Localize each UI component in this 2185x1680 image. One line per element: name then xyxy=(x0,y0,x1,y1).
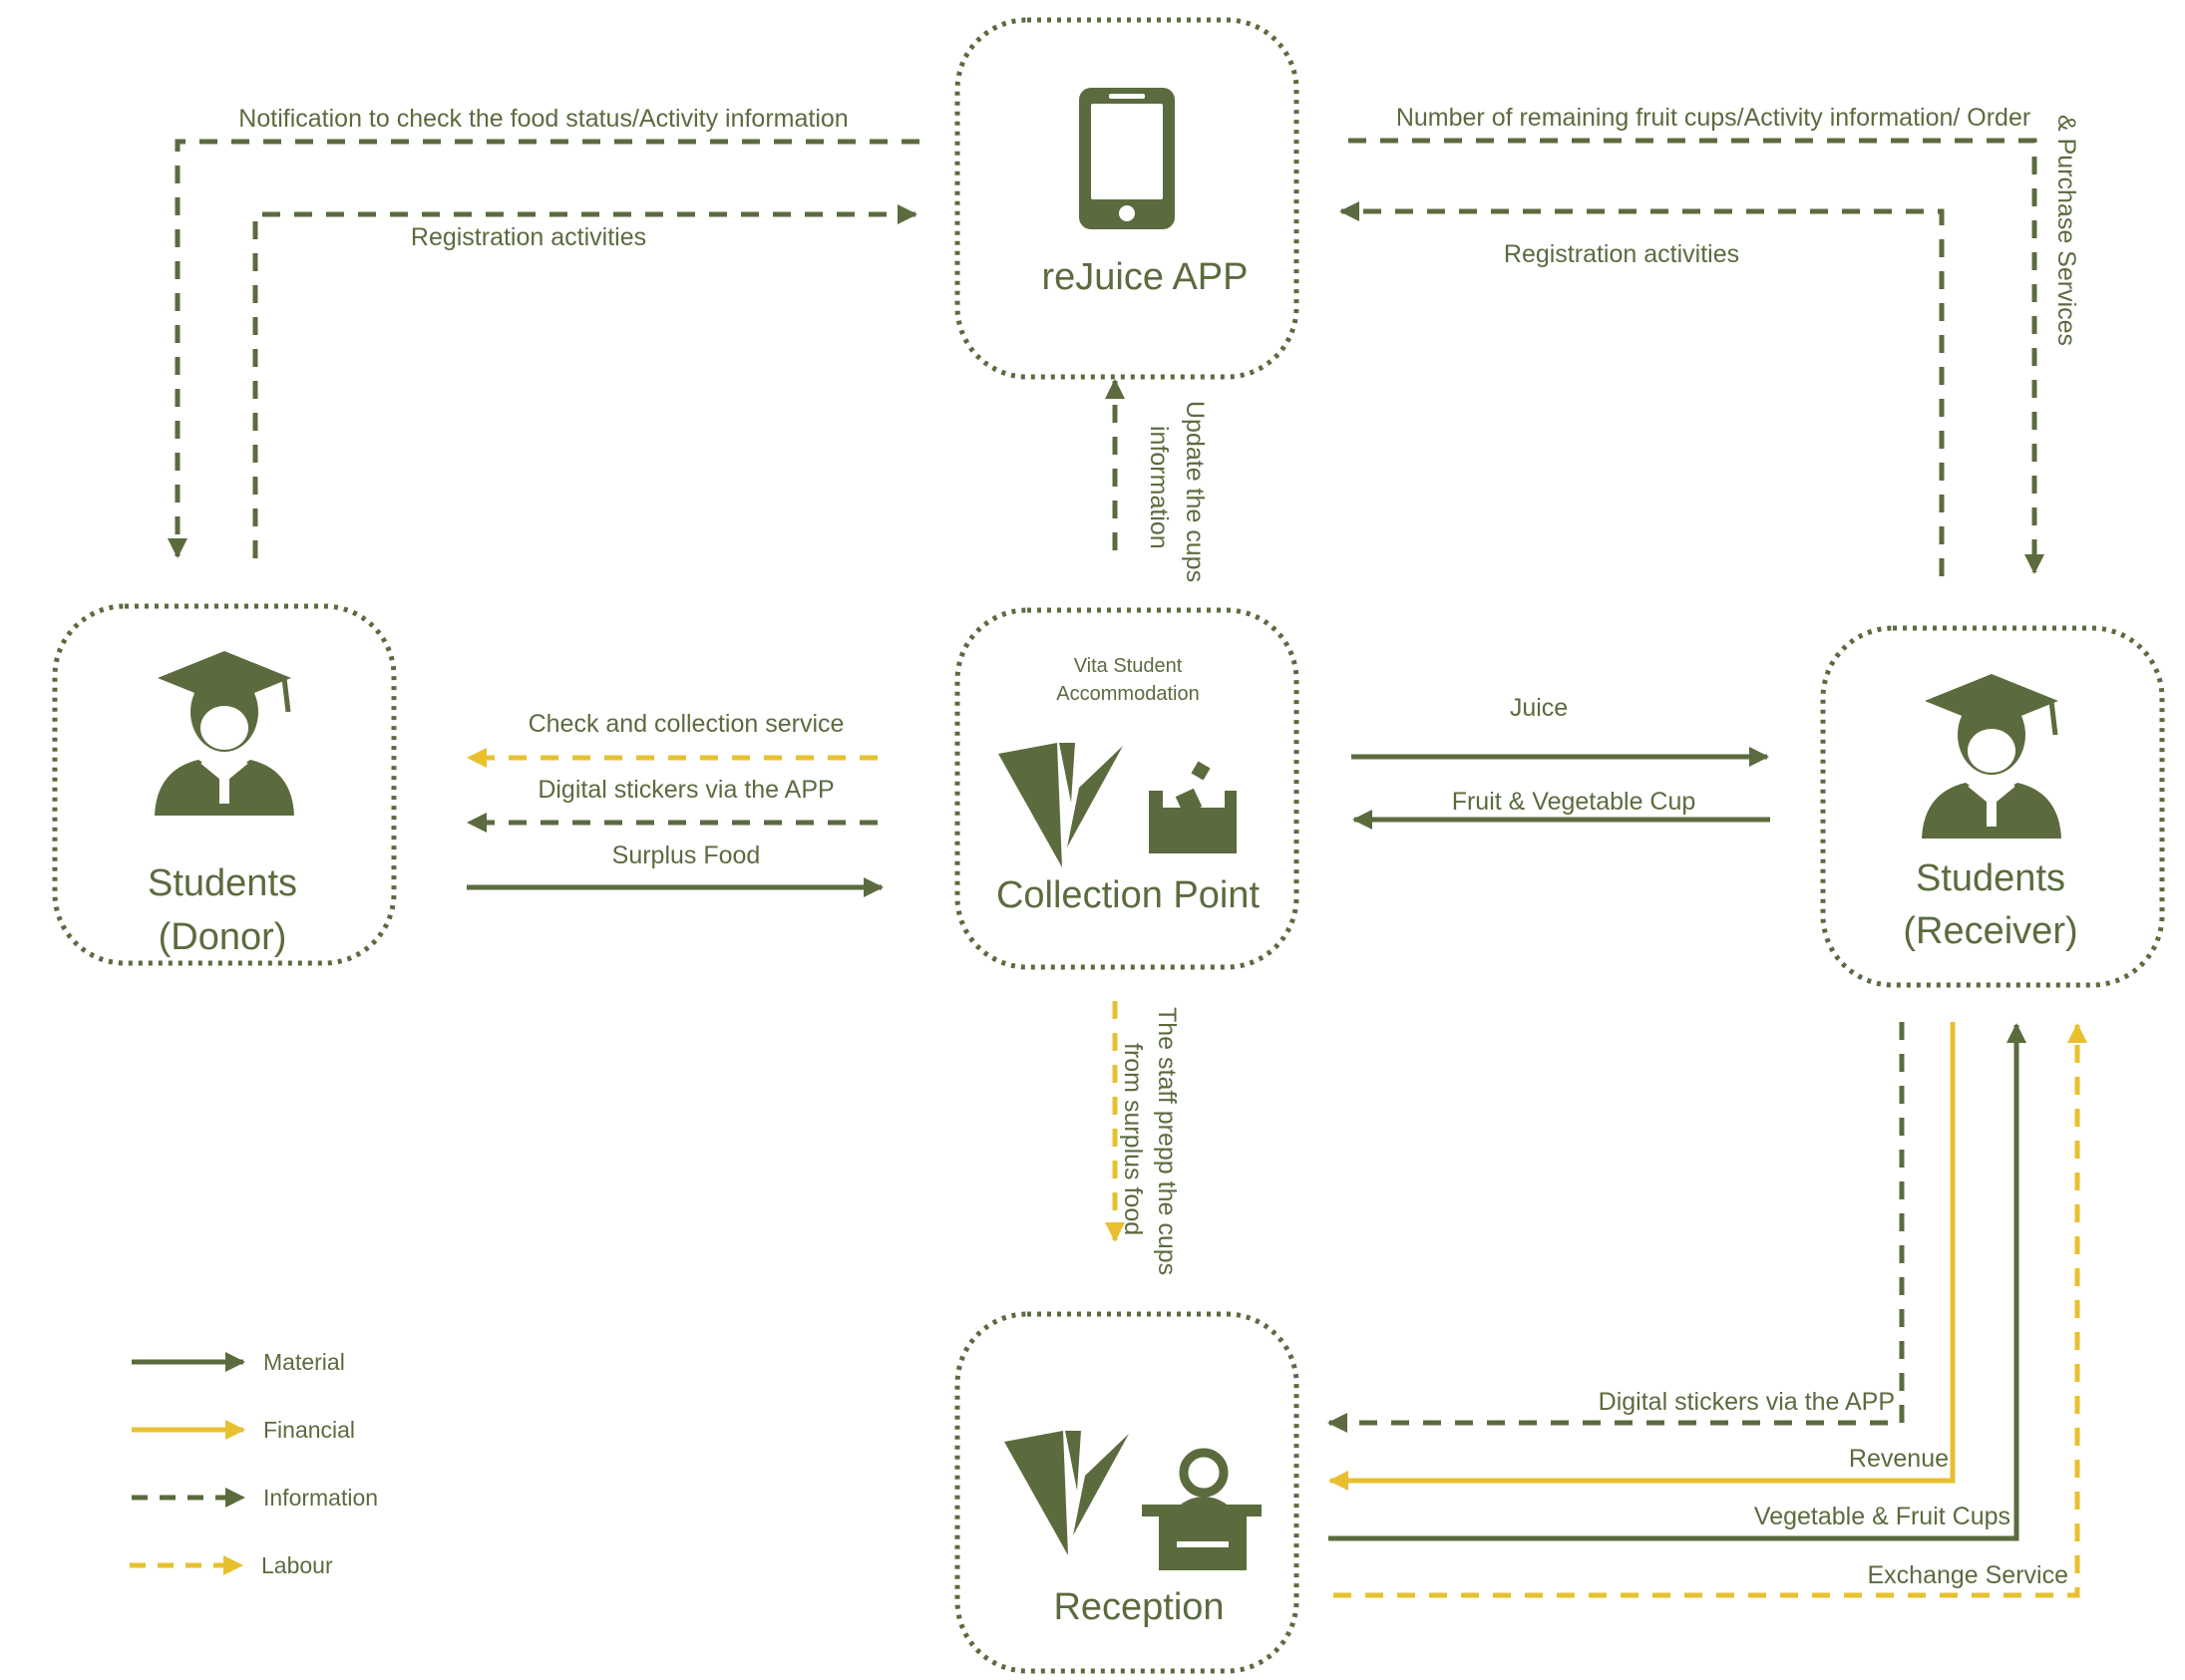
flow-juice: Juice xyxy=(1351,694,1769,767)
node-collection-subtitle-1: Vita Student xyxy=(1074,655,1183,677)
flow-veg-fruit-cups-line xyxy=(1328,1023,2026,1541)
flow-veg-fruit-cups: Vegetable & Fruit Cups xyxy=(1328,1023,2026,1541)
node-reception-title: Reception xyxy=(1053,1586,1224,1628)
flow-notification-label: Notification to check the food status/Ac… xyxy=(238,105,848,133)
node-reception: Reception xyxy=(954,1311,1299,1674)
node-donor-box xyxy=(52,603,397,966)
flow-exchange-service-line xyxy=(1333,1023,2087,1598)
legend: Material Financial Information Labour xyxy=(130,1349,378,1578)
flow-staff-prep-label-1: The staff prepp the cups xyxy=(1153,1007,1181,1275)
flow-remaining-cups: Number of remaining fruit cups/Activity … xyxy=(1348,104,2080,574)
flow-check-collection-label: Check and collection service xyxy=(529,710,845,738)
flow-digital-stickers-left: Digital stickers via the APP xyxy=(467,776,878,833)
node-receiver-title-2: (Receiver) xyxy=(1903,910,2077,952)
flow-staff-prep-label-2: from surplus food xyxy=(1119,1043,1147,1235)
legend-information: Information xyxy=(132,1485,378,1511)
flow-revenue-line xyxy=(1328,1022,1956,1491)
vita-logo-icon xyxy=(1004,1431,1129,1555)
node-app-box xyxy=(954,17,1299,380)
flow-registration-right-label: Registration activities xyxy=(1504,240,1739,268)
flow-notification: Notification to check the food status/Ac… xyxy=(168,105,919,558)
flow-check-collection: Check and collection service xyxy=(467,710,878,768)
legend-labour: Labour xyxy=(130,1552,333,1578)
flow-veg-fruit-cups-label: Vegetable & Fruit Cups xyxy=(1754,1503,2010,1530)
node-receiver-title-1: Students xyxy=(1916,857,2065,899)
flow-exchange-service-label: Exchange Service xyxy=(1867,1561,2068,1589)
node-receiver-box xyxy=(1820,625,2165,988)
node-app-title: reJuice APP xyxy=(1042,256,1249,298)
node-collection-title: Collection Point xyxy=(996,874,1260,916)
legend-information-label: Information xyxy=(263,1485,378,1511)
legend-financial: Financial xyxy=(132,1417,355,1443)
flow-digital-stickers-left-label: Digital stickers via the APP xyxy=(538,776,834,804)
node-collection-subtitle-2: Accommodation xyxy=(1056,683,1199,705)
node-donor-title-2: (Donor) xyxy=(159,916,287,958)
graduate-student-icon xyxy=(155,651,294,816)
flow-digital-stickers-right-label: Digital stickers via the APP xyxy=(1599,1388,1895,1416)
flow-registration-left: Registration activities xyxy=(252,204,917,558)
flow-digital-stickers-right-line xyxy=(1327,1022,1905,1433)
flow-remaining-cups-line xyxy=(1348,138,2044,574)
vita-logo-icon xyxy=(998,743,1123,867)
flow-remaining-cups-label-2: & Purchase Services xyxy=(2052,115,2080,346)
flow-revenue: Revenue xyxy=(1328,1022,1956,1491)
node-receiver: Students (Receiver) xyxy=(1820,625,2165,988)
flow-staff-prep: The staff prepp the cups from surplus fo… xyxy=(1105,1001,1181,1275)
receptionist-desk-icon xyxy=(1142,1448,1262,1570)
flow-surplus-food-label: Surplus Food xyxy=(612,841,761,869)
legend-financial-label: Financial xyxy=(263,1417,355,1443)
flow-surplus-food: Surplus Food xyxy=(467,841,884,897)
graduate-student-icon xyxy=(1922,674,2061,839)
collection-box-icon xyxy=(1149,761,1237,853)
legend-labour-label: Labour xyxy=(261,1552,333,1578)
flow-registration-right: Registration activities xyxy=(1339,201,1945,576)
node-collection: Vita Student Accommodation Collection Po… xyxy=(954,607,1299,970)
node-reception-box xyxy=(954,1311,1299,1674)
legend-material-label: Material xyxy=(263,1349,345,1375)
flow-registration-left-line xyxy=(252,204,917,558)
flow-update-cups: Update the cups information xyxy=(1105,379,1209,582)
flow-notification-line xyxy=(168,139,919,558)
flow-remaining-cups-label: Number of remaining fruit cups/Activity … xyxy=(1396,104,2030,132)
flow-update-cups-label-1: Update the cups xyxy=(1181,401,1209,582)
node-app: reJuice APP xyxy=(954,17,1299,380)
flow-registration-right-line xyxy=(1339,201,1945,576)
flow-revenue-label: Revenue xyxy=(1849,1445,1949,1473)
legend-material: Material xyxy=(132,1349,345,1375)
flow-update-cups-label-2: information xyxy=(1145,426,1173,549)
node-collection-box xyxy=(954,607,1299,970)
flow-registration-left-label: Registration activities xyxy=(411,223,646,251)
flow-juice-label: Juice xyxy=(1510,694,1568,722)
flow-fruit-veg-cup: Fruit & Vegetable Cup xyxy=(1352,788,1770,830)
flow-digital-stickers-right: Digital stickers via the APP xyxy=(1327,1022,1905,1433)
flow-fruit-veg-cup-label: Fruit & Vegetable Cup xyxy=(1452,788,1696,816)
node-donor-title-1: Students xyxy=(148,862,297,904)
smartphone-icon xyxy=(1079,88,1175,229)
flow-exchange-service: Exchange Service xyxy=(1333,1023,2087,1598)
node-donor: Students (Donor) xyxy=(52,603,397,966)
